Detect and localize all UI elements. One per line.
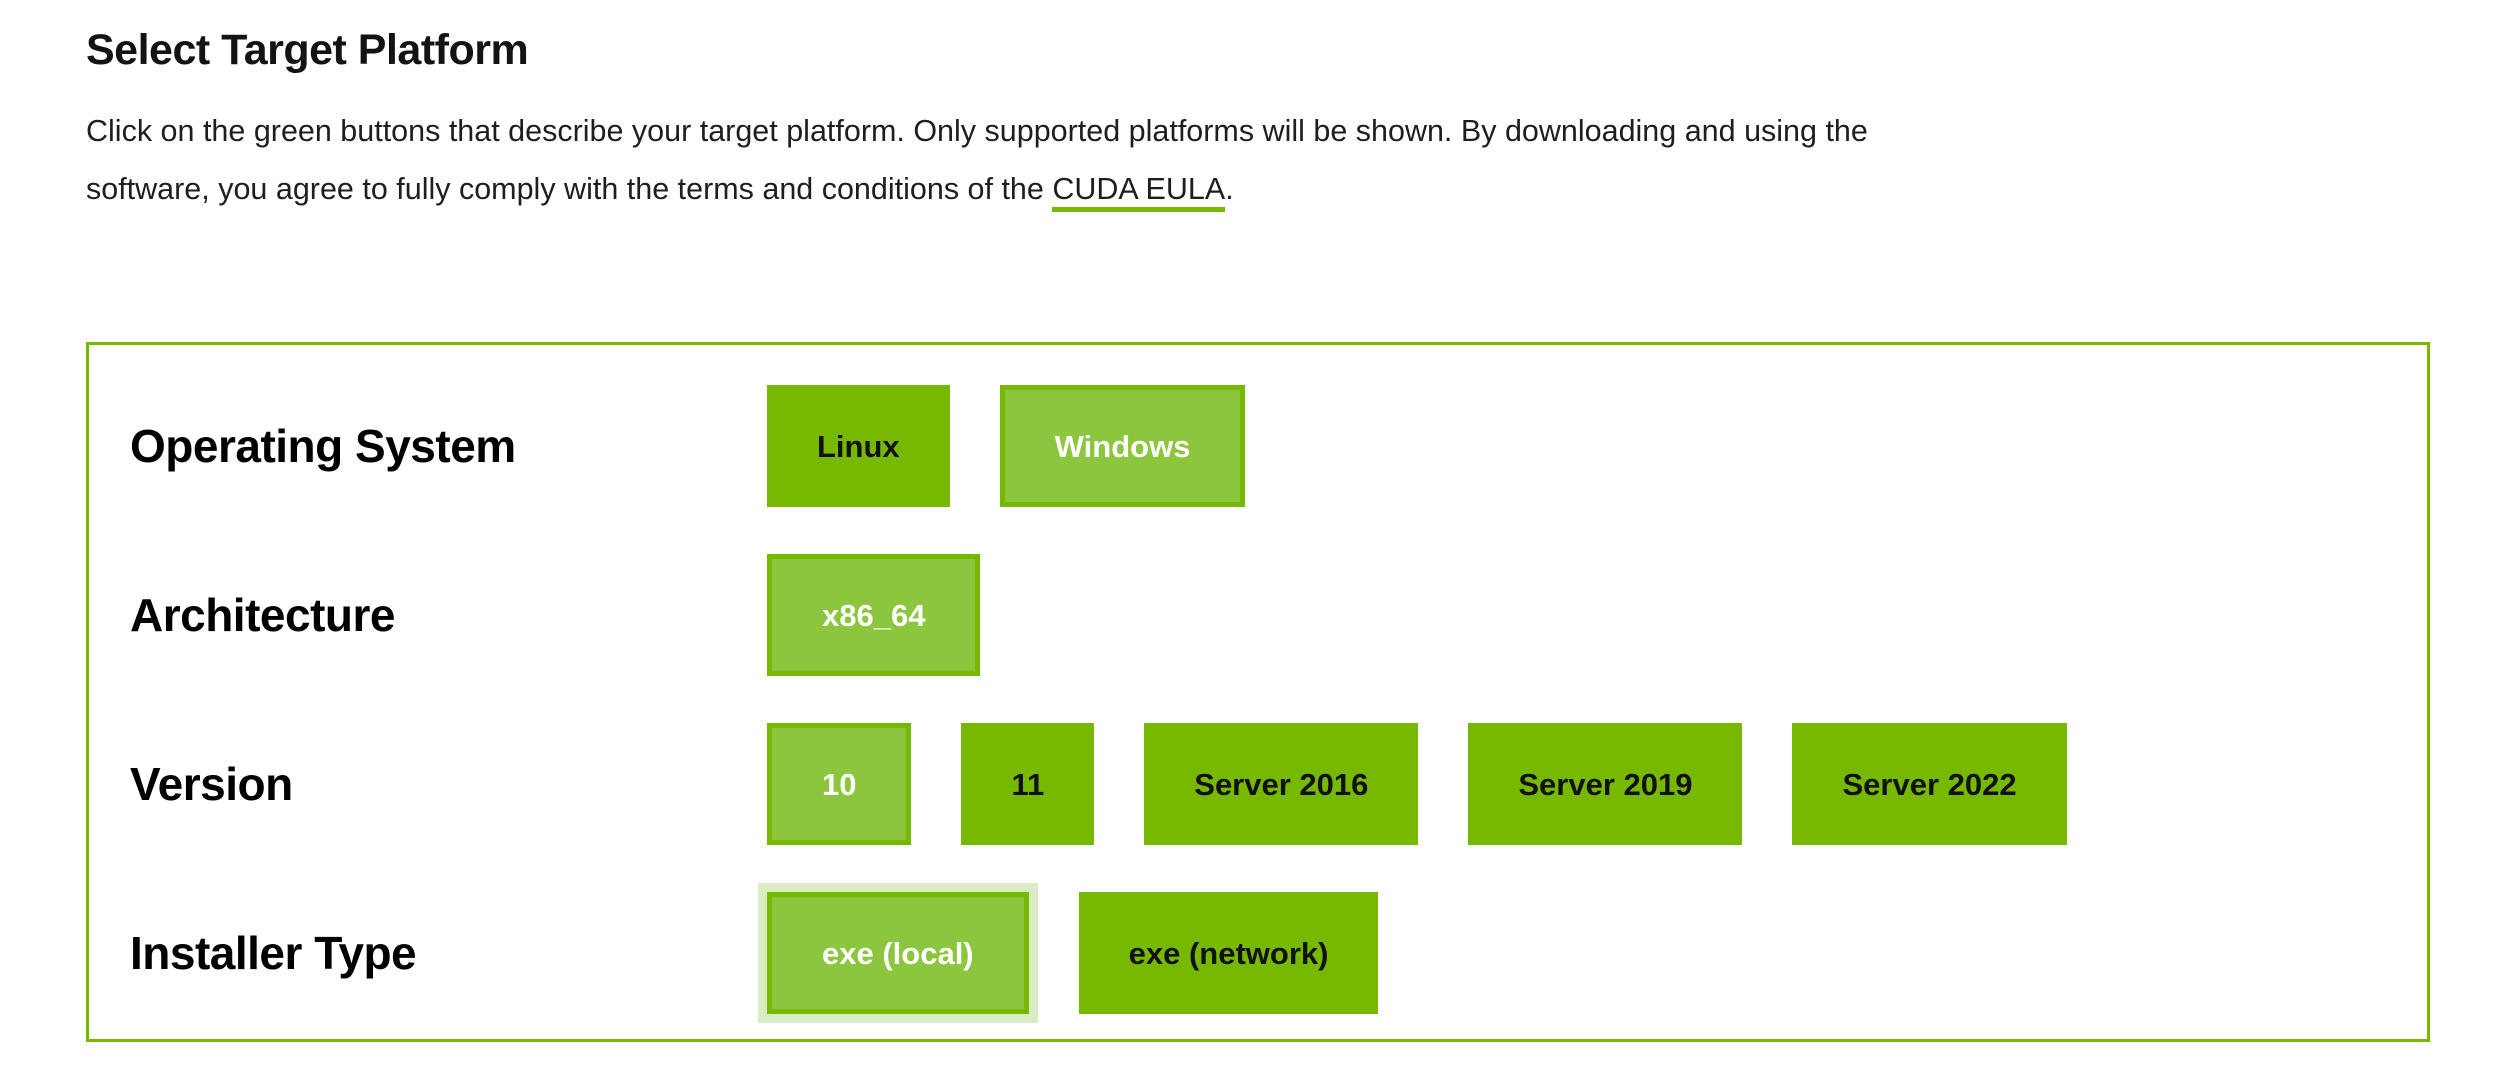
row-label-version: Version [130, 758, 293, 810]
option-button-linux[interactable]: Linux [767, 385, 950, 507]
option-button-server-2016[interactable]: Server 2016 [1144, 723, 1419, 845]
row-options-architecture: x86_64 [767, 554, 1030, 676]
row-options-installer-type: exe (local) exe (network) [767, 892, 1428, 1014]
row-label-installer-type: Installer Type [130, 927, 417, 979]
intro-paragraph: Click on the green buttons that describe… [86, 102, 2502, 218]
page-title: Select Target Platform [86, 26, 529, 74]
option-button-windows[interactable]: Windows [999, 385, 1246, 507]
row-label-architecture: Architecture [130, 589, 395, 641]
selector-row-installer-type: Installer Type exe (local) exe (network) [130, 892, 2427, 1014]
option-button-server-2019[interactable]: Server 2019 [1468, 723, 1743, 845]
cuda-eula-link[interactable]: CUDA EULA [1052, 172, 1226, 212]
intro-line-2-prefix: software, you agree to fully comply with… [86, 172, 1053, 206]
option-button-x86-64[interactable]: x86_64 [767, 554, 981, 676]
option-button-10[interactable]: 10 [767, 723, 912, 845]
selector-row-operating-system: Operating System Linux Windows [130, 385, 2427, 507]
intro-line-2: software, you agree to fully comply with… [86, 160, 2502, 218]
intro-line-2-suffix: . [1225, 172, 1234, 206]
option-button-11[interactable]: 11 [961, 723, 1095, 845]
option-button-exe-network[interactable]: exe (network) [1078, 892, 1379, 1014]
row-options-version: 10 11 Server 2016 Server 2019 Server 2022 [767, 723, 2117, 845]
option-button-exe-local[interactable]: exe (local) [767, 892, 1029, 1014]
selector-row-architecture: Architecture x86_64 [130, 554, 2427, 676]
page-content: Select Target Platform Click on the gree… [86, 26, 2502, 1042]
option-button-server-2022[interactable]: Server 2022 [1792, 723, 2067, 845]
intro-line-1: Click on the green buttons that describe… [86, 114, 1868, 148]
selector-row-version: Version 10 11 Server 2016 Server 2019 Server … [130, 723, 2427, 845]
row-label-operating-system: Operating System [130, 420, 516, 472]
row-options-operating-system: Linux Windows [767, 385, 1295, 507]
